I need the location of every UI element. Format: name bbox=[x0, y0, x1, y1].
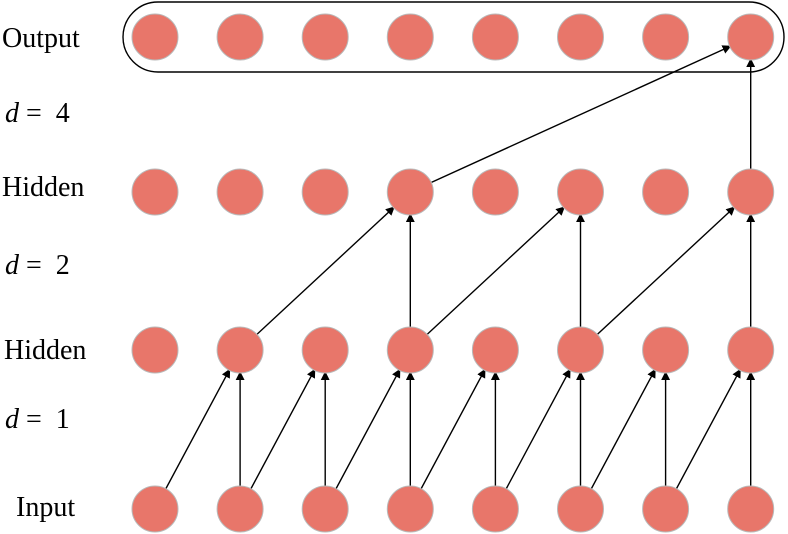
neuron-hidden2-7 bbox=[727, 168, 775, 216]
neuron-output-1 bbox=[216, 13, 264, 61]
neuron-input-0 bbox=[131, 485, 179, 533]
dilation-label-2: d = 2 bbox=[5, 250, 70, 281]
dilation-variable: d bbox=[5, 98, 20, 129]
neuron-hidden2-4 bbox=[471, 168, 519, 216]
layer-label-output: Output bbox=[2, 23, 80, 54]
neuron-hidden1-2 bbox=[301, 326, 349, 374]
neuron-hidden2-2 bbox=[301, 168, 349, 216]
neuron-hidden1-1 bbox=[216, 326, 264, 374]
neuron-hidden1-4 bbox=[471, 326, 519, 374]
neuron-input-5 bbox=[557, 485, 604, 533]
neuron-hidden1-0 bbox=[131, 326, 179, 374]
edge-hidden1-5-to-hidden2-7 bbox=[580, 206, 736, 351]
edge-input-1-to-hidden1-2 bbox=[239, 368, 316, 510]
edge-input-5-to-hidden1-6 bbox=[579, 368, 656, 510]
neuron-input-6 bbox=[642, 485, 690, 533]
neuron-output-0 bbox=[131, 13, 179, 61]
neuron-input-4 bbox=[471, 485, 519, 533]
neuron-hidden1-5 bbox=[557, 326, 604, 374]
edge-input-2-to-hidden1-3 bbox=[324, 368, 401, 510]
neuron-hidden2-1 bbox=[216, 168, 264, 216]
neuron-hidden2-6 bbox=[642, 168, 690, 216]
neuron-hidden1-7 bbox=[727, 326, 775, 374]
dilation-variable: d bbox=[5, 404, 20, 435]
neuron-hidden1-6 bbox=[642, 326, 690, 374]
neurons bbox=[131, 13, 775, 533]
dilation-label-1: d = 1 bbox=[5, 404, 70, 435]
edge-input-0-to-hidden1-1 bbox=[154, 368, 231, 510]
layer-label-hidden-2: Hidden bbox=[2, 172, 84, 203]
dilation-value: = 2 bbox=[19, 250, 70, 281]
neuron-output-3 bbox=[386, 13, 434, 61]
neuron-input-3 bbox=[386, 485, 434, 533]
neuron-hidden2-3 bbox=[386, 168, 434, 216]
dilation-value: = 4 bbox=[19, 98, 70, 129]
edge-input-4-to-hidden1-5 bbox=[494, 368, 571, 510]
edge-hidden1-1-to-hidden2-3 bbox=[239, 206, 395, 351]
edge-hidden1-3-to-hidden2-5 bbox=[409, 206, 566, 351]
edge-hidden2-3-to-output-7 bbox=[410, 45, 732, 193]
neuron-input-2 bbox=[301, 485, 349, 533]
neuron-hidden1-3 bbox=[386, 326, 434, 374]
edge-input-6-to-hidden1-7 bbox=[664, 368, 741, 510]
neuron-input-7 bbox=[727, 485, 775, 533]
layer-label-input: Input bbox=[16, 492, 75, 523]
neuron-output-7 bbox=[727, 13, 775, 61]
neuron-input-1 bbox=[216, 485, 264, 533]
layer-label-hidden-1: Hidden bbox=[4, 335, 86, 366]
neuron-hidden2-0 bbox=[131, 168, 179, 216]
dilation-label-4: d = 4 bbox=[5, 98, 70, 129]
output-layer-box bbox=[122, 1, 785, 73]
neuron-output-6 bbox=[642, 13, 690, 61]
neuron-output-2 bbox=[301, 13, 349, 61]
dilation-variable: d bbox=[5, 250, 20, 281]
neuron-output-5 bbox=[557, 13, 604, 61]
edge-input-3-to-hidden1-4 bbox=[409, 368, 486, 510]
dilation-value: = 1 bbox=[19, 404, 70, 435]
neuron-hidden2-5 bbox=[557, 168, 604, 216]
neuron-output-4 bbox=[471, 13, 519, 61]
edges bbox=[154, 45, 756, 510]
